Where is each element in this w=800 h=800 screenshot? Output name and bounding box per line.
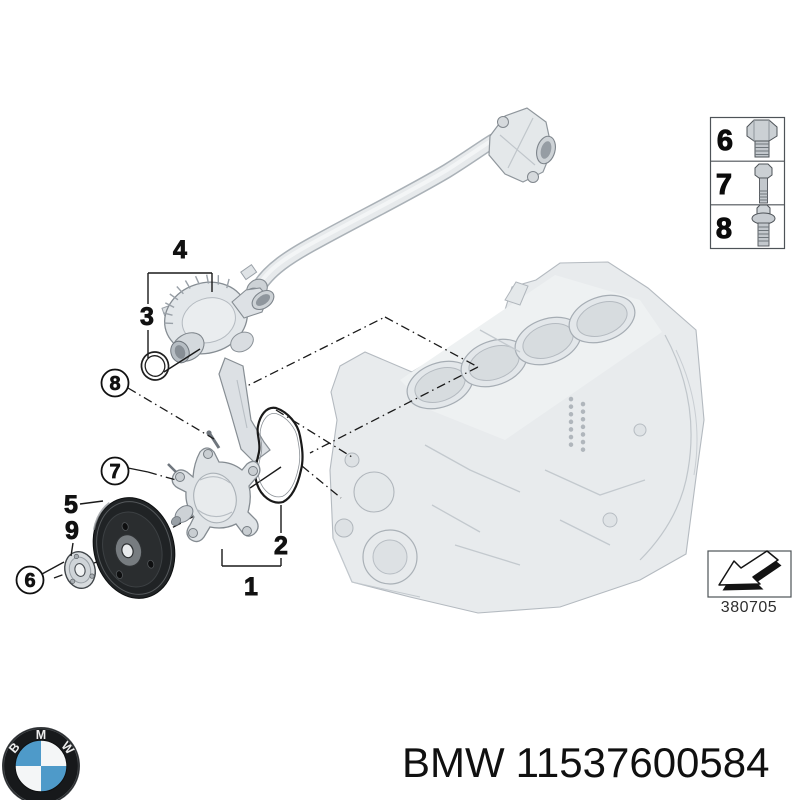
part-number: 11537600584 bbox=[516, 739, 770, 786]
direction-arrow-icon bbox=[718, 550, 782, 591]
callout-1-label: 1 bbox=[244, 573, 258, 601]
legend-label-8: 8 bbox=[716, 213, 732, 245]
o-ring-pointer bbox=[163, 348, 201, 373]
o-ring-seal bbox=[140, 351, 170, 381]
engine-block bbox=[329, 261, 705, 614]
brand-text: BMW bbox=[402, 739, 505, 786]
callout-1: 1 bbox=[221, 549, 281, 601]
profile-gasket bbox=[254, 406, 304, 504]
bmw-logo: B M W bbox=[2, 727, 80, 800]
diagram-code: 380705 bbox=[721, 599, 777, 616]
callout-7-label: 7 bbox=[109, 461, 120, 483]
callout-3-label: 3 bbox=[140, 303, 154, 331]
callout-8: 8 bbox=[100, 368, 215, 440]
logo-letter-m: M bbox=[36, 728, 46, 742]
long-bolt-icon bbox=[754, 163, 773, 204]
legend-box: 6 7 8 bbox=[709, 116, 786, 250]
cylinder-bores bbox=[406, 294, 636, 410]
callout-4: 4 bbox=[147, 236, 213, 304]
mounting-arm bbox=[218, 357, 271, 463]
callout-9-label: 9 bbox=[65, 517, 79, 545]
callout-5: 5 bbox=[64, 491, 104, 519]
callout-4-label: 4 bbox=[173, 236, 187, 264]
callout-2-label: 2 bbox=[274, 532, 288, 560]
callout-6-label: 6 bbox=[24, 570, 35, 592]
thermostat-housing bbox=[161, 274, 275, 463]
coolant-pipe bbox=[240, 107, 556, 309]
legend-label-7: 7 bbox=[716, 169, 732, 201]
pump-pulley bbox=[92, 497, 176, 599]
stud-bolt bbox=[206, 430, 221, 449]
flange-bolt-icon bbox=[751, 204, 776, 247]
callout-5-label: 5 bbox=[64, 491, 78, 519]
thermostat-barrel bbox=[170, 332, 205, 364]
callout-8-label: 8 bbox=[109, 373, 120, 395]
bmw-roundel-quadrants bbox=[14, 739, 68, 793]
block-front-details bbox=[332, 329, 698, 598]
pump-shaft bbox=[170, 505, 194, 526]
legend-label-6: 6 bbox=[717, 125, 733, 157]
gasket-pointer-line bbox=[249, 466, 282, 489]
projection-lines bbox=[236, 316, 479, 499]
callout-2: 2 bbox=[274, 505, 288, 566]
hex-bolt-icon bbox=[746, 119, 778, 158]
callout-7: 7 bbox=[100, 456, 177, 486]
direction-arrow-box bbox=[707, 550, 792, 598]
water-pump bbox=[167, 447, 261, 543]
pulley-washer bbox=[64, 551, 96, 589]
callout-3: 3 bbox=[140, 303, 154, 358]
coolant-pipe-flange bbox=[488, 107, 556, 183]
callout-6: 6 bbox=[15, 561, 65, 595]
callout-9: 9 bbox=[65, 517, 79, 557]
pump-bolt bbox=[167, 463, 177, 473]
